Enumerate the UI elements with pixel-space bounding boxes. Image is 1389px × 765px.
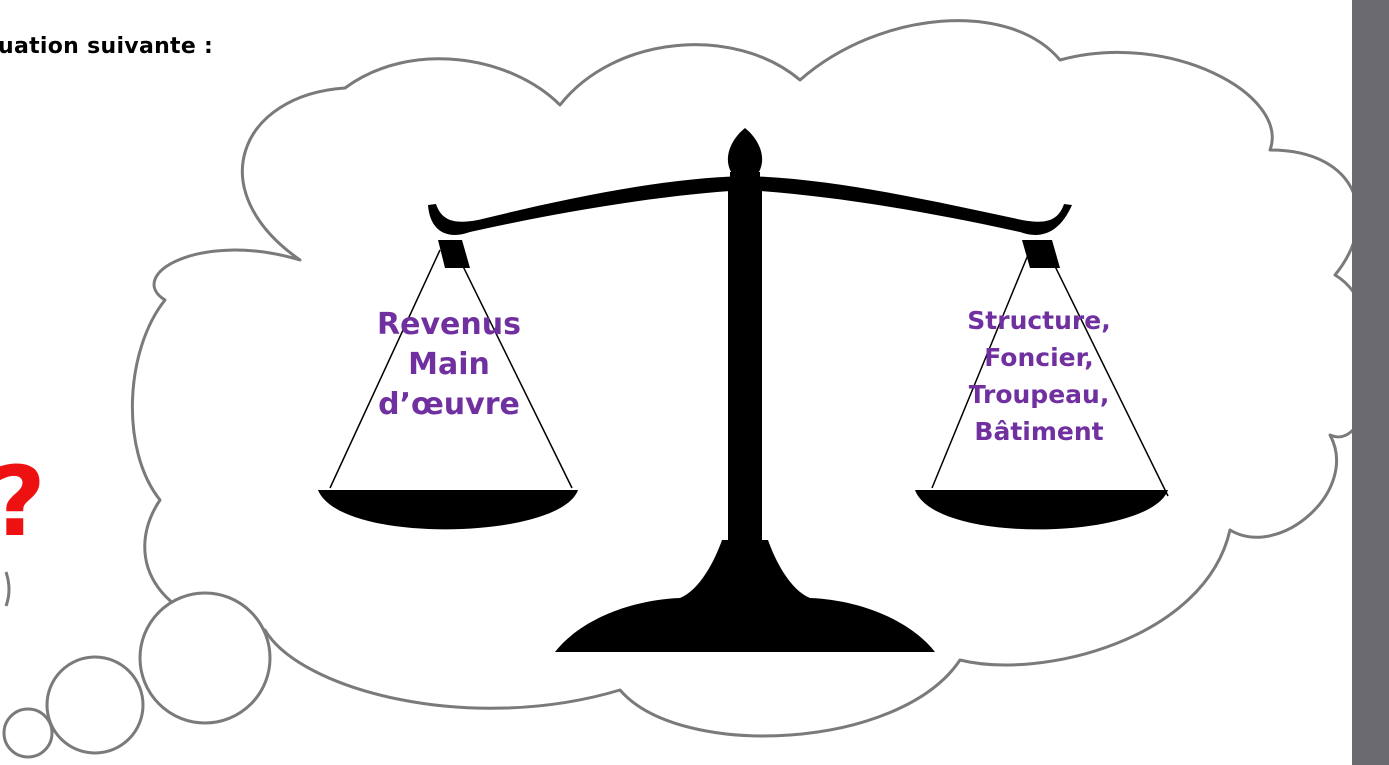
left-pan-line: Main — [408, 347, 490, 382]
left-pan-line: Revenus — [377, 307, 521, 342]
side-bar — [1352, 0, 1389, 765]
slide-heading: uation suivante : — [0, 34, 214, 59]
right-pan-line: Structure, — [967, 306, 1111, 335]
right-pan-line: Troupeau, — [968, 380, 1110, 409]
left-pan-label: Revenus Main d’œuvre — [320, 305, 578, 425]
left-pan-line: d’œuvre — [378, 387, 520, 422]
balance-scale-icon — [318, 128, 1169, 652]
right-pan-label: Structure, Foncier, Troupeau, Bâtiment — [905, 302, 1173, 450]
right-pan-line: Bâtiment — [974, 417, 1104, 446]
right-pan-line: Foncier, — [984, 343, 1094, 372]
question-mark: ? — [0, 452, 46, 552]
